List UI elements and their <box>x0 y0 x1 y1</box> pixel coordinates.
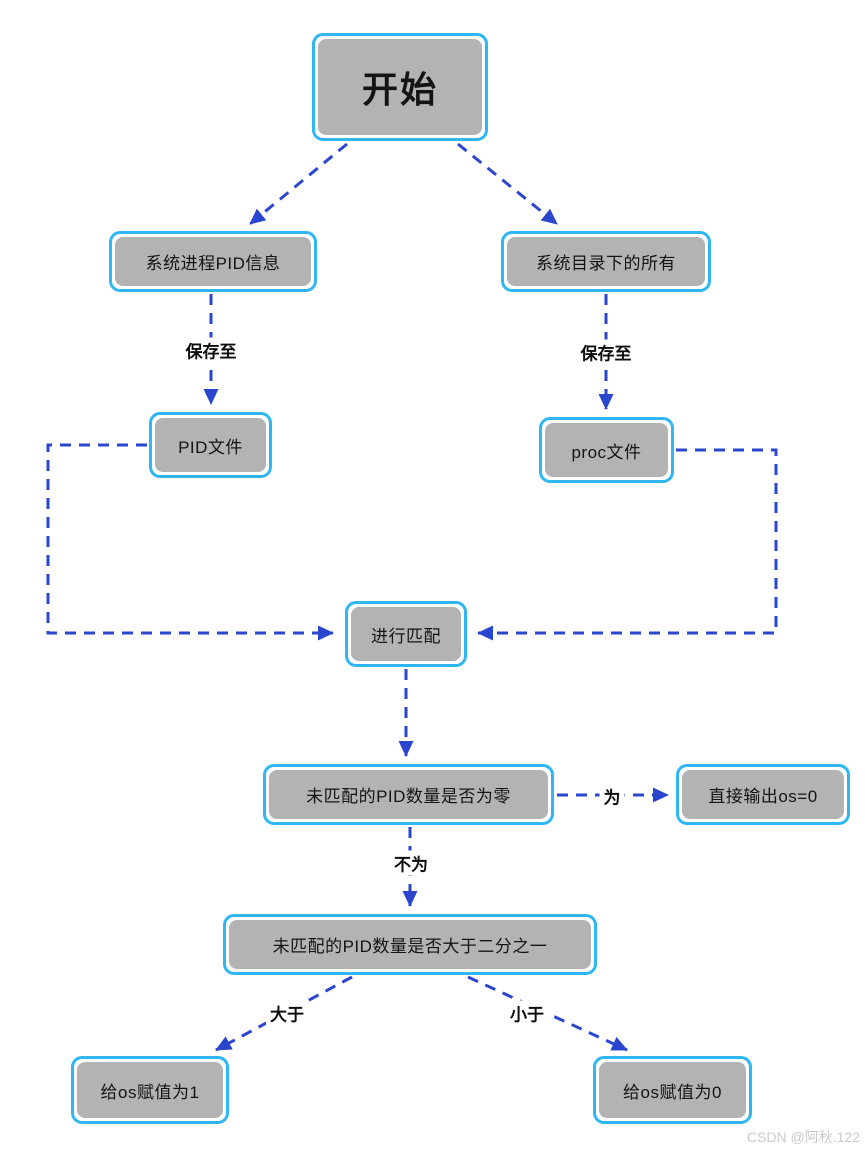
node-assign-os0-label: 给os赋值为0 <box>599 1062 746 1118</box>
node-proc-file: proc文件 <box>539 417 674 483</box>
edge-procfile-to-match-arrow <box>477 448 778 641</box>
csdn-watermark: CSDN @阿秋.122 <box>746 1129 860 1145</box>
node-assign-os1: 给os赋值为1 <box>71 1056 229 1124</box>
edge-label-greater: 大于 <box>266 1000 308 1026</box>
node-output-os0: 直接输出os=0 <box>676 764 850 825</box>
node-perform-match: 进行匹配 <box>345 601 467 667</box>
edge-start-to-syspid-arrow <box>249 142 348 226</box>
edge-label-save-to-right: 保存至 <box>576 339 636 365</box>
edge-halfcheck-to-os0-arrow <box>467 975 628 1052</box>
node-system-pid-info-label: 系统进程PID信息 <box>115 237 311 286</box>
node-assign-os0: 给os赋值为0 <box>593 1056 752 1124</box>
node-proc-file-label: proc文件 <box>545 423 668 477</box>
node-unmatched-half-check-label: 未匹配的PID数量是否大于二分之一 <box>229 920 591 969</box>
node-pid-file: PID文件 <box>149 412 272 478</box>
node-unmatched-zero-check-label: 未匹配的PID数量是否为零 <box>269 770 548 819</box>
node-unmatched-half-check: 未匹配的PID数量是否大于二分之一 <box>223 914 597 975</box>
node-pid-file-label: PID文件 <box>155 418 266 472</box>
node-start-label: 开始 <box>318 39 482 135</box>
edge-label-not-zero: 不为 <box>390 850 432 876</box>
node-unmatched-zero-check: 未匹配的PID数量是否为零 <box>263 764 554 825</box>
node-perform-match-label: 进行匹配 <box>351 607 461 661</box>
edge-label-is-zero: 为 <box>599 783 625 809</box>
edge-pidfile-to-match-arrow <box>46 443 334 641</box>
node-system-directory: 系统目录下的所有 <box>501 231 711 292</box>
node-assign-os1-label: 给os赋值为1 <box>77 1062 223 1118</box>
edge-label-save-to-left: 保存至 <box>181 337 241 363</box>
node-system-directory-label: 系统目录下的所有 <box>507 237 705 286</box>
edge-start-to-sysdir-arrow <box>457 142 558 226</box>
node-system-pid-info: 系统进程PID信息 <box>109 231 317 292</box>
edge-label-less: 小于 <box>506 1000 548 1026</box>
node-output-os0-label: 直接输出os=0 <box>682 770 844 819</box>
node-start: 开始 <box>312 33 488 141</box>
